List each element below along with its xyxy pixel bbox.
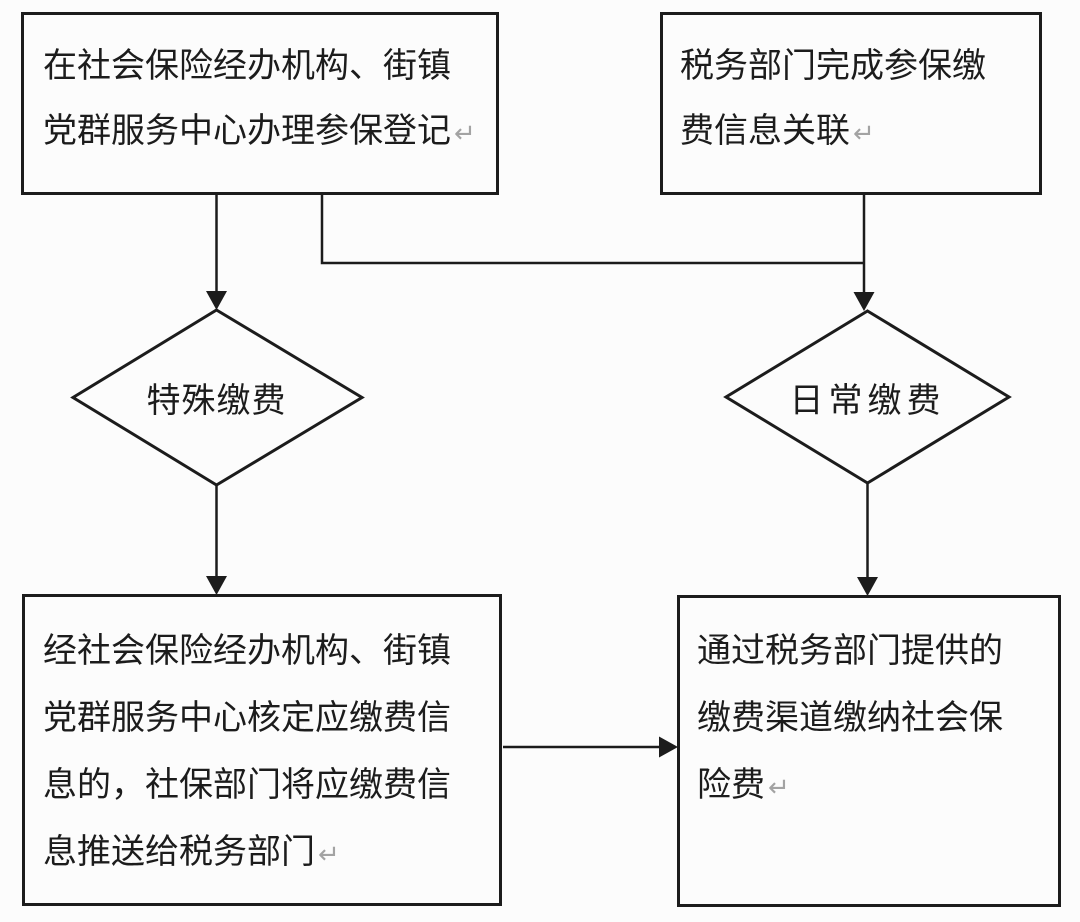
- daily-payment-diamond-shape: [723, 309, 1012, 485]
- tax-link-box-line: 税务部门完成参保缴: [680, 47, 986, 85]
- pay-box: 通过税务部门提供的 缴费渠道缴纳社会保 险费↵: [677, 595, 1061, 907]
- special-payment-diamond: 特殊缴费: [146, 382, 287, 420]
- return-mark: ↵: [853, 118, 875, 148]
- register-box: 在社会保险经办机构、街镇 党群服务中心办理参保登记↵: [21, 12, 499, 195]
- tax-link-box-line: 费信息关联↵: [680, 99, 1039, 166]
- verify-box-line-text: 息推送给税务部门: [43, 833, 315, 871]
- pay-box-line: 通过税务部门提供的: [697, 632, 1003, 670]
- tax-link-box: 税务部门完成参保缴 费信息关联↵: [660, 12, 1042, 195]
- arrowhead-verify-to-pay: [659, 736, 678, 758]
- verify-box-line: 息的，社保部门将应缴费信: [43, 766, 451, 804]
- register-box-line: 党群服务中心办理参保登记↵: [43, 99, 496, 166]
- pay-box-line: 缴费渠道缴纳社会保: [697, 699, 1003, 737]
- return-mark: ↵: [768, 772, 790, 802]
- verify-box: 经社会保险经办机构、街镇 党群服务中心核定应缴费信 息的，社保部门将应缴费信 息…: [22, 594, 502, 906]
- tax-link-box-line-text: 费信息关联: [680, 112, 850, 150]
- pay-box-line: 险费↵: [697, 752, 1058, 821]
- return-mark: ↵: [318, 839, 340, 869]
- arrowhead-taxlink-to-daily: [853, 292, 875, 311]
- verify-box-line: 息推送给税务部门↵: [43, 819, 499, 888]
- arrowhead-register-to-special: [206, 291, 227, 310]
- return-mark: ↵: [454, 118, 476, 148]
- verify-box-line: 党群服务中心核定应缴费信: [43, 699, 451, 737]
- connector-register-to-daily: [320, 195, 864, 265]
- verify-box-line: 经社会保险经办机构、街镇: [43, 632, 451, 670]
- arrowhead-special-to-verify: [206, 576, 227, 595]
- pay-box-line-text: 险费: [697, 766, 765, 804]
- special-payment-diamond-shape: [70, 308, 365, 487]
- daily-payment-diamond: 日常缴费: [789, 381, 946, 420]
- arrowhead-daily-to-pay: [857, 577, 878, 596]
- register-box-line-text: 党群服务中心办理参保登记: [43, 112, 451, 150]
- register-box-line: 在社会保险经办机构、街镇: [43, 47, 451, 85]
